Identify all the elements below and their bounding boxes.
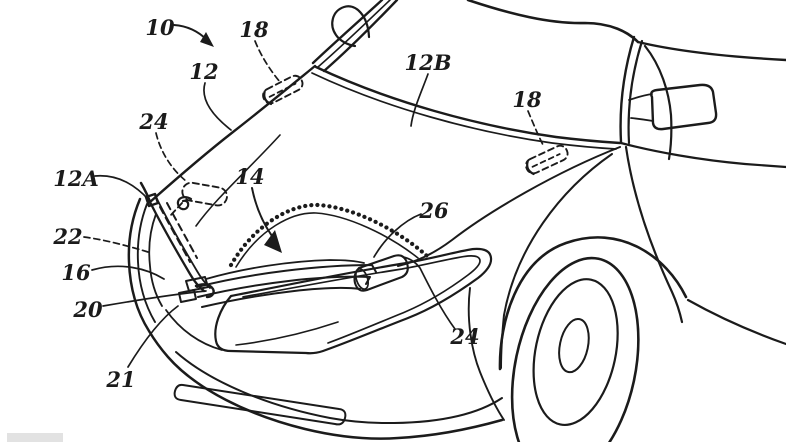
hub <box>558 318 590 374</box>
fascia-inner-wall <box>136 203 156 323</box>
fascia-under-lamp <box>165 309 223 351</box>
ref-label-20: 20 <box>72 297 103 322</box>
side-mirror-icon <box>649 83 718 131</box>
leader-18a <box>254 40 281 83</box>
cowl-line-inner <box>311 72 617 150</box>
a-pillar-left <box>311 0 384 65</box>
ref-label-21: 21 <box>105 367 135 392</box>
airbag-fold-top <box>205 259 365 280</box>
ref-label-18b: 18 <box>512 87 542 112</box>
bumper-beam-line3 <box>201 286 361 308</box>
hood-leading-edge <box>148 200 206 293</box>
watermark-bar <box>7 433 63 442</box>
leader-12b <box>410 73 429 127</box>
leader-16 <box>91 265 165 280</box>
hood-clip-right <box>525 144 569 176</box>
ref-label-16: 16 <box>61 260 91 285</box>
ref-label-12b: 12B <box>405 50 452 75</box>
arrow-head-10 <box>200 32 214 47</box>
ref-label-12a: 12A <box>53 166 99 191</box>
a-pillar-right <box>619 35 636 144</box>
hinge-dashed-outline <box>181 181 228 207</box>
corner-bracket <box>144 192 160 208</box>
tire <box>510 256 640 442</box>
wheel-arch <box>498 236 688 371</box>
headlamp-outline <box>214 247 493 355</box>
clip-end-solid2 <box>526 160 535 176</box>
ref-label-22: 22 <box>52 224 82 249</box>
roof-line <box>466 0 640 44</box>
mirror-arm <box>628 93 654 122</box>
leader-21 <box>127 305 179 368</box>
roof-rail-line <box>636 40 786 62</box>
hinge-hidden-bracket <box>181 181 228 207</box>
door-window-frame <box>643 44 673 161</box>
ref-label-24a: 24 <box>138 109 168 134</box>
arrow-head-14 <box>264 230 282 253</box>
leader-14 <box>251 187 273 237</box>
beam-hook <box>194 283 215 299</box>
leader-10 <box>173 24 208 41</box>
rim <box>532 278 619 427</box>
leader-12 <box>203 82 232 131</box>
ref-label-18a: 18 <box>239 17 269 42</box>
a-pillar-left-line2 <box>317 0 391 68</box>
headlamp-accent <box>235 321 339 346</box>
inflator-end-cap <box>354 268 370 290</box>
hood-clip-left <box>262 74 304 106</box>
beltline <box>619 141 786 169</box>
reference-numerals: 10 12 12A 12B 14 16 18 18 20 21 22 24 24… <box>52 15 542 392</box>
ref-label-26: 26 <box>418 198 449 223</box>
car-body-outline <box>127 0 786 442</box>
bumper-beam-line2 <box>197 275 371 298</box>
bumper-beam-line1 <box>196 264 377 288</box>
clip-end-solid <box>263 90 273 106</box>
bumper-lip <box>175 351 503 424</box>
a-pillar-left-line3 <box>322 0 399 73</box>
fascia-pocket-line <box>148 213 163 307</box>
ref-label-14: 14 <box>235 164 264 189</box>
hinge-hook <box>176 196 193 211</box>
leader-26 <box>373 213 422 258</box>
fender-line-upper <box>397 146 621 267</box>
leader-18b <box>527 110 545 148</box>
ref-label-10: 10 <box>145 15 175 40</box>
airbag-chute-beaded-arc <box>228 202 430 268</box>
hood-leading-edge-line2 <box>156 198 211 289</box>
beam-bracket1 <box>185 276 209 292</box>
leader-20 <box>102 290 207 307</box>
leader-lines <box>83 24 545 368</box>
airbag-assembly <box>178 202 430 308</box>
bumper-corner-crease <box>467 287 505 421</box>
leader-22 <box>83 236 149 253</box>
ref-label-12: 12 <box>189 59 218 84</box>
leader-24a <box>155 132 187 182</box>
clip-inner-dash2 <box>531 153 561 168</box>
ref-label-24b: 24 <box>449 324 479 349</box>
headlamp-bezel <box>242 255 481 344</box>
a-pillar-right-line2 <box>627 39 644 145</box>
hood-hidden-edge-dashed2 <box>166 202 198 259</box>
hood-hidden-edge-dashed <box>159 206 191 263</box>
door-leading-edge <box>624 145 684 324</box>
clip-inner-dash <box>268 82 297 98</box>
leader-12a <box>94 175 150 201</box>
front-wheel-icon <box>510 256 640 442</box>
hinge-link-dash <box>169 202 183 217</box>
leader-24b <box>402 256 456 330</box>
far-mirror-icon <box>331 5 371 48</box>
beam-bracket2 <box>178 289 197 303</box>
rocker-line <box>686 298 786 346</box>
hood-cut-line <box>195 134 281 227</box>
cowl-line <box>314 65 622 145</box>
grille-slot <box>173 383 347 426</box>
fender-line-to-arch <box>500 153 613 369</box>
